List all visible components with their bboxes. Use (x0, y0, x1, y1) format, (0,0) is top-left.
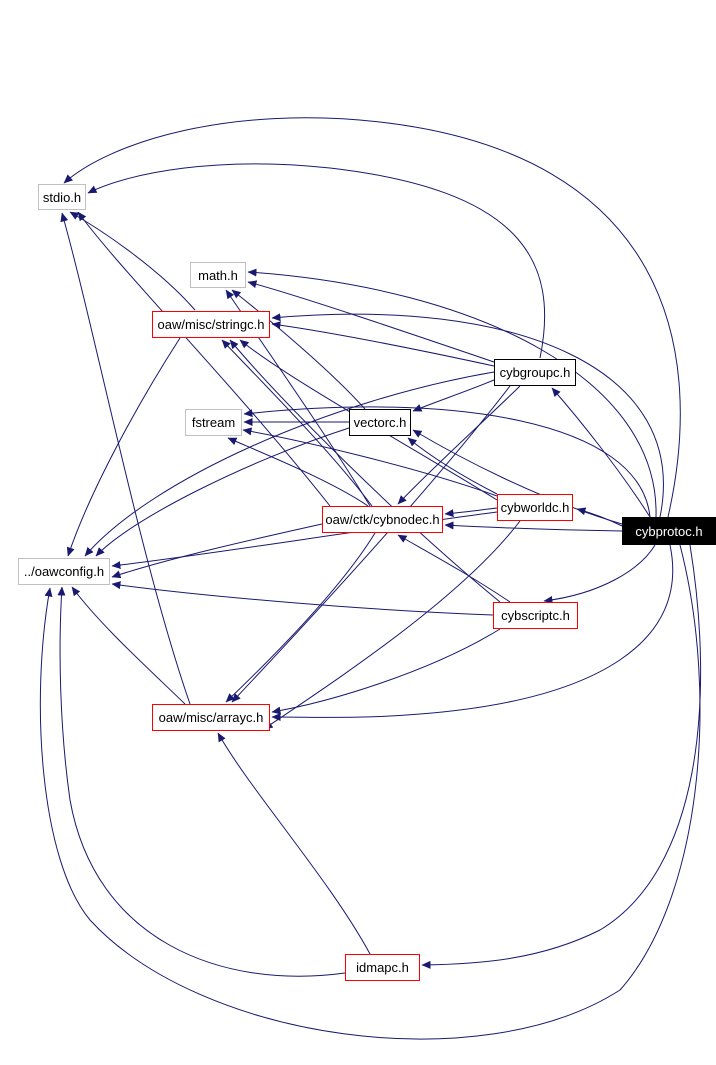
edge-cybprotoc-to-fstream (243, 406, 651, 518)
edge-cybnodec-to-arrayc (225, 532, 376, 703)
edge-cybgroupc-to-arrayc (231, 385, 511, 703)
edge-cybprotoc-to-idmapc (421, 544, 702, 969)
edge-cybprotoc-to-cybnodec (444, 521, 623, 532)
edge-cybgroupc-to-cybnodec (397, 385, 521, 505)
node-label: oaw/ctk/cybnodec.h (325, 512, 440, 527)
edge-cybworldc-to-vectorc (407, 437, 498, 495)
node-cybworldc[interactable]: cybworldc.h (497, 494, 573, 521)
node-cybnodec[interactable]: oaw/ctk/cybnodec.h (322, 506, 443, 533)
node-label: cybgroupc.h (499, 365, 571, 380)
node-label: idmapc.h (356, 960, 409, 975)
edge-stringc-to-oawconfig (66, 337, 181, 557)
edge-cybscriptc-to-stringc (229, 339, 501, 603)
edge-arrayc-to-oawconfig (71, 586, 186, 705)
node-oawconfig: ../oawconfig.h (18, 558, 110, 585)
node-cybscriptc[interactable]: cybscriptc.h (493, 602, 578, 629)
edge-cybprotoc-to-cybgroupc (551, 387, 651, 518)
node-math: math.h (190, 262, 246, 288)
edge-cybworldc-to-cybnodec (444, 507, 498, 518)
node-cybgroupc[interactable]: cybgroupc.h (494, 359, 576, 386)
node-label: oaw/misc/arrayc.h (158, 710, 264, 725)
node-cybprotoc: cybprotoc.h (622, 517, 716, 545)
node-label: fstream (191, 415, 236, 430)
edge-cybgroupc-to-stdio (87, 163, 546, 359)
edge-vectorc-to-math (231, 289, 366, 410)
edge-cybprotoc-to-vectorc (412, 429, 623, 525)
edge-cybworldc-to-arrayc (263, 520, 521, 730)
edge-cybprotoc-to-arrayc (271, 544, 674, 722)
edge-cybnodec-to-stringc (221, 339, 373, 507)
node-label: ../oawconfig.h (23, 564, 105, 579)
node-label: cybworldc.h (500, 500, 570, 515)
edge-cybgroupc-to-math (247, 280, 495, 363)
node-label: cybscriptc.h (501, 608, 570, 623)
edge-cybgroupc-to-vectorc (412, 379, 495, 412)
edge-cybprotoc-to-stdio (63, 117, 681, 518)
edge-idmapc-to-arrayc (217, 732, 371, 955)
node-fstream: fstream (185, 409, 242, 436)
node-label: oaw/misc/stringc.h (157, 317, 265, 332)
node-label: stdio.h (42, 189, 82, 205)
edge-cybgroupc-to-stringc (271, 321, 495, 367)
edge-cybprotoc-to-cybscriptc (543, 544, 656, 604)
edge-cybnodec-to-oawconfig (111, 523, 323, 579)
node-idmapc[interactable]: idmapc.h (345, 954, 420, 981)
edge-cybprotoc-to-stringc (271, 313, 664, 518)
node-label: vectorc.h (353, 415, 407, 430)
edge-cybscriptc-to-arrayc (271, 628, 501, 715)
node-vectorc[interactable]: vectorc.h (349, 409, 411, 436)
edge-idmapc-to-oawconfig (57, 586, 346, 977)
edge-cybnodec-to-fstream (227, 437, 369, 507)
node-stringc[interactable]: oaw/misc/stringc.h (152, 311, 270, 338)
edge-cybscriptc-to-oawconfig (111, 581, 494, 616)
edge-cybgroupc-to-oawconfig (84, 371, 495, 557)
edge-cybnodec-to-stdio (77, 211, 331, 507)
node-label: math.h (198, 267, 238, 283)
edge-cybworldc-to-fstream (242, 427, 498, 497)
edge-vectorc-to-oawconfig (95, 427, 350, 557)
edge-arrayc-to-stdio (60, 212, 191, 705)
node-stdio: stdio.h (38, 184, 86, 210)
edge-cybprotoc-to-oawconfig (39, 544, 701, 1040)
node-arrayc[interactable]: oaw/misc/arrayc.h (152, 704, 270, 731)
node-label: cybprotoc.h (635, 523, 703, 539)
edge-cybscriptc-to-cybnodec (397, 534, 511, 603)
edge-cybprotoc-to-math (247, 268, 657, 518)
